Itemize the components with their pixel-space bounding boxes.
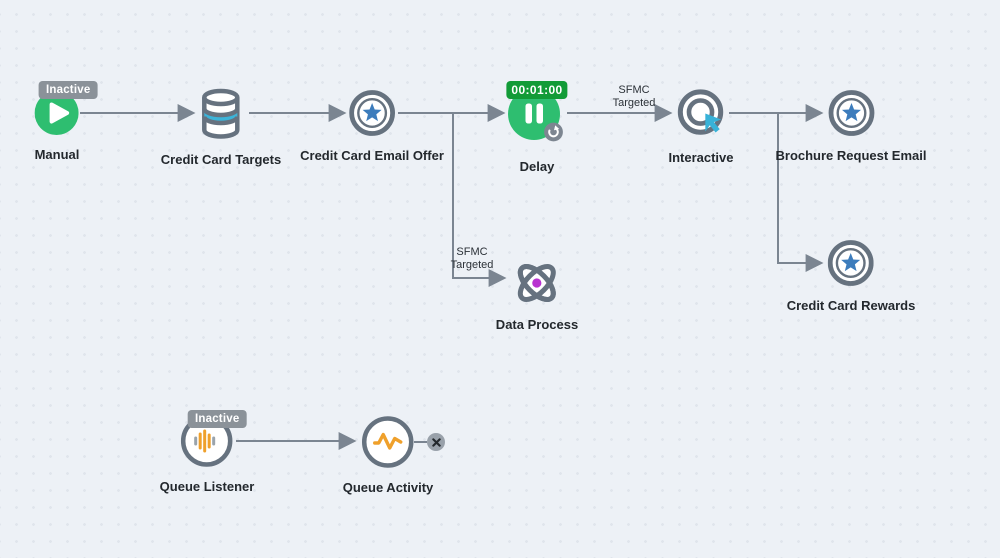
node-credit-card-rewards[interactable]: Credit Card Rewards (786, 240, 916, 313)
node-brochure-request-email[interactable]: Brochure Request Email (776, 90, 927, 163)
repeat-icon (544, 122, 563, 142)
node-data-process[interactable]: Data Process (496, 255, 578, 332)
close-icon (431, 437, 441, 447)
node-label: Queue Activity (342, 480, 434, 495)
star-circle-icon (828, 240, 874, 286)
star-circle-icon (828, 90, 874, 136)
node-label: Queue Listener (159, 479, 255, 494)
node-credit-card-email-offer[interactable]: Credit Card Email Offer (300, 90, 444, 163)
edge-label-sfmc-targeted: SFMC Targeted (451, 246, 494, 271)
node-label: Credit Card Rewards (786, 298, 916, 313)
node-label: Data Process (495, 317, 579, 332)
status-badge: Inactive (38, 81, 98, 99)
play-icon (34, 91, 79, 135)
edge-label-line: SFMC (618, 84, 650, 96)
edge-label-line: SFMC (456, 246, 488, 258)
node-label: Credit Card Email Offer (300, 148, 444, 163)
pause-icon (508, 88, 563, 142)
target-cursor-icon (677, 89, 723, 135)
node-credit-card-targets[interactable]: Credit Card Targets (161, 88, 281, 167)
edge-label-line: Targeted (612, 96, 656, 109)
status-badge: Inactive (187, 410, 247, 428)
edge-label-line: Targeted (450, 258, 494, 271)
node-label: Credit Card Targets (160, 152, 282, 167)
node-manual[interactable]: Inactive Manual (34, 81, 98, 162)
node-queue-listener[interactable]: Inactive Queue Listener (159, 410, 255, 494)
atom-icon (518, 264, 556, 302)
audio-bars-icon (181, 415, 233, 467)
star-circle-icon (349, 90, 395, 136)
pulse-icon (362, 416, 414, 468)
delay-timer-badge: 00:01:00 (506, 81, 568, 99)
node-label: Manual (34, 147, 80, 162)
node-delay[interactable]: 00:01:00 Delay (506, 81, 568, 174)
edge-label-sfmc-targeted: SFMC Targeted (613, 84, 656, 109)
node-label: Interactive (668, 150, 734, 165)
remove-badge[interactable] (427, 433, 445, 451)
node-queue-activity[interactable]: Queue Activity (342, 416, 434, 495)
node-label: Brochure Request Email (775, 148, 927, 163)
database-icon (202, 88, 240, 139)
node-label: Delay (519, 159, 555, 174)
node-interactive[interactable]: Interactive (668, 88, 734, 165)
